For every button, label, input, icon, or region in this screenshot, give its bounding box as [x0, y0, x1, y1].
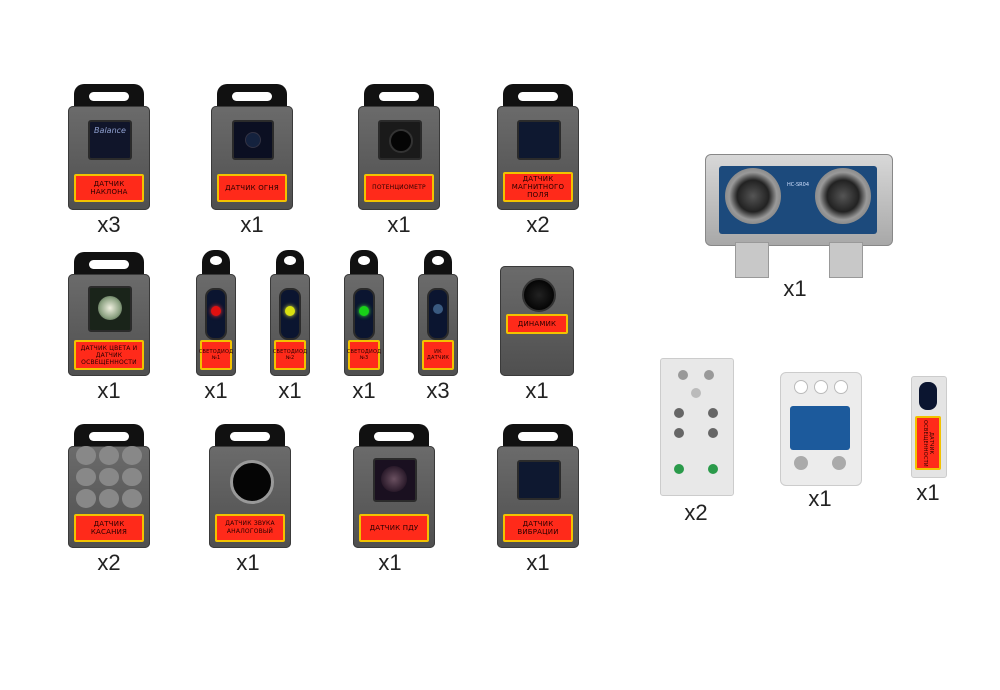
module-label: ИК датчик [422, 340, 454, 370]
mounting-plate [660, 358, 734, 496]
quantity-label: x2 [526, 212, 550, 237]
touch-sensor-module: Датчик касания [68, 424, 150, 548]
module-label: Датчик касания [74, 514, 144, 542]
mount-hole-icon [674, 428, 684, 438]
mount-hole-icon [691, 388, 701, 398]
case-hole-icon [794, 380, 808, 394]
pir-sensor-module [780, 372, 862, 486]
ultrasonic-sensor-module: HC-SR04 [705, 154, 893, 278]
mount-tab-right [829, 242, 863, 278]
quantity-label: x1 [387, 212, 411, 237]
quantity-label: x1 [916, 480, 940, 505]
quantity-label: x2 [684, 500, 708, 525]
case-hole-icon [834, 380, 848, 394]
module-window [88, 286, 132, 332]
module-window [378, 120, 422, 160]
module-label: Светодиод №3 [347, 340, 381, 370]
quantity-label: x1 [240, 212, 264, 237]
flame-sensor-lens-icon [245, 132, 261, 148]
quantity-label: x1 [378, 550, 402, 575]
yellow-led-icon [285, 306, 295, 316]
module-window [373, 458, 417, 502]
module-window: Balance [88, 120, 132, 160]
led3-module: Светодиод №3 [344, 250, 384, 376]
quantity-label: x1 [783, 276, 807, 301]
quantity-label: x3 [426, 378, 450, 403]
remote-sensor-module: Датчик ПДУ [353, 424, 435, 548]
quantity-label: x1 [97, 378, 121, 403]
red-led-icon [211, 306, 221, 316]
mount-hole-icon [708, 428, 718, 438]
mount-hole-icon [708, 408, 718, 418]
touch-pad-grid-icon [76, 446, 142, 508]
window-text: Balance [94, 126, 126, 135]
case-hole-icon [814, 380, 828, 394]
module-window [517, 460, 561, 500]
vibration-sensor-module: Датчик вибрации [497, 424, 579, 548]
module-label: Светодиод №1 [199, 340, 233, 370]
mount-tab-left [735, 242, 769, 278]
mount-hole-icon [674, 408, 684, 418]
fire-sensor-module: Датчик огня [211, 84, 293, 210]
module-label: Потенциометр [364, 174, 434, 202]
quantity-label: x1 [808, 486, 832, 511]
board-text: HC-SR04 [786, 182, 810, 188]
knob-icon [389, 129, 413, 153]
light-sensor-module: Датчик освещенности [911, 376, 947, 478]
quantity-label: x2 [97, 550, 121, 575]
green-dot-icon [674, 464, 684, 474]
transducer-right-icon [815, 168, 871, 224]
led2-module: Светодиод №2 [270, 250, 310, 376]
module-window [919, 382, 937, 410]
screw-terminal-icon [794, 456, 808, 470]
ir-receiver-icon [433, 304, 443, 314]
ir-lens-icon [381, 466, 407, 492]
module-label: Динамик [506, 314, 568, 334]
microphone-icon [230, 460, 274, 504]
module-window [205, 288, 227, 340]
module-label: Светодиод №2 [273, 340, 307, 370]
module-label: Датчик ПДУ [359, 514, 429, 542]
module-label: Датчик цвета и датчик освещенности [74, 340, 144, 370]
module-window [517, 120, 561, 160]
magnetic-sensor-module: Датчик магнитного поля [497, 84, 579, 210]
module-label: Датчик звука аналоговый [215, 514, 285, 542]
screw-terminal-icon [832, 456, 846, 470]
speaker-module: Динамик [500, 266, 574, 376]
led-cluster-icon [98, 296, 122, 320]
transducer-left-icon [725, 168, 781, 224]
module-label: Датчик вибрации [503, 514, 573, 542]
module-window [427, 288, 449, 340]
module-label: Датчик освещенности [915, 416, 941, 470]
mount-hole-icon [678, 370, 688, 380]
module-window [232, 120, 274, 160]
color-light-sensor-module: Датчик цвета и датчик освещенности [68, 252, 150, 376]
module-label: Датчик магнитного поля [503, 172, 573, 202]
sound-sensor-module: Датчик звука аналоговый [209, 424, 291, 548]
module-label: Датчик огня [217, 174, 287, 202]
green-dot-icon [708, 464, 718, 474]
quantity-label: x1 [204, 378, 228, 403]
module-window [353, 288, 375, 340]
quantity-label: x1 [526, 550, 550, 575]
module-label: Датчик наклона [74, 174, 144, 202]
plate-body [660, 358, 734, 496]
module-window [279, 288, 301, 340]
pcb-board [790, 406, 850, 450]
ir-sensor-module: ИК датчик [418, 250, 458, 376]
quantity-label: x1 [278, 378, 302, 403]
led1-module: Светодиод №1 [196, 250, 236, 376]
quantity-label: x1 [236, 550, 260, 575]
quantity-label: x3 [97, 212, 121, 237]
quantity-label: x1 [352, 378, 376, 403]
green-led-icon [359, 306, 369, 316]
quantity-label: x1 [525, 378, 549, 403]
speaker-icon [522, 278, 556, 312]
potentiometer-module: Потенциометр [358, 84, 440, 210]
tilt-sensor-module: Balance Датчик наклона [68, 84, 150, 210]
mount-hole-icon [704, 370, 714, 380]
